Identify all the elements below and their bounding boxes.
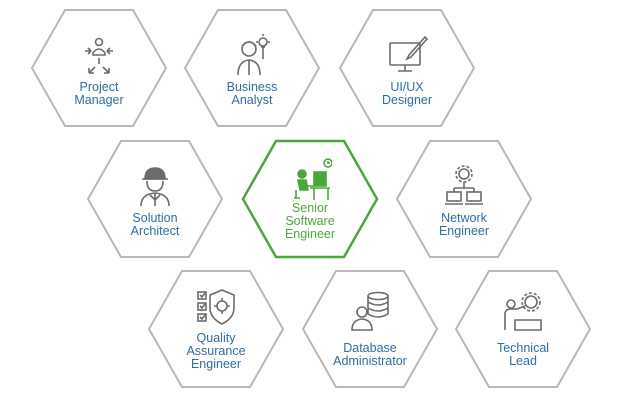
database-icon (351, 291, 389, 331)
software-engineer-icon (294, 158, 332, 200)
network-icon (445, 165, 483, 205)
architect-icon (140, 167, 170, 207)
quality-assurance-icon (197, 289, 235, 325)
project-manager-icon (85, 37, 113, 74)
business-analyst-icon (237, 34, 270, 76)
designer-icon (389, 35, 429, 72)
technical-lead-icon (504, 292, 542, 331)
